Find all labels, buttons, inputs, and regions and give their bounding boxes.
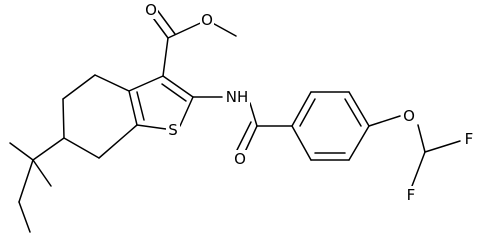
bond-c2-to-sulfur xyxy=(179,96,194,127)
bond-c6-to-c7 xyxy=(63,137,100,159)
bond-ether-oxygen-to-chf2-carbon xyxy=(417,124,426,153)
bond-c6-to-quaternary-carbon xyxy=(32,137,65,161)
bond-c3a-to-c4 xyxy=(94,74,130,92)
fluorine-bottom-label: F xyxy=(407,186,416,204)
ester-ether-oxygen-atom: O xyxy=(200,11,214,29)
bond-amide-carbonyl-double-a xyxy=(243,125,258,155)
aryl-ether-oxygen-atom: O xyxy=(402,107,416,125)
bond-c3-to-c2-double-a xyxy=(162,75,194,98)
bond-benzene-c3-c4 xyxy=(348,91,370,127)
bond-ring-to-ether-oxygen xyxy=(368,115,401,127)
bond-ester-carbonyl-double-b xyxy=(154,6,176,35)
ester-carbonyl-oxygen-atom: O xyxy=(144,1,158,19)
bond-sulfur-to-c7a xyxy=(136,124,167,130)
amide-nitrogen-atom: NH xyxy=(224,88,250,106)
amide-nitrogen-label: NH xyxy=(226,88,249,106)
ring-sulfur-label: S xyxy=(168,121,178,139)
amide-carbonyl-oxygen-atom: O xyxy=(233,150,247,168)
bond-c4-to-c5 xyxy=(62,74,96,100)
aryl-ether-oxygen-label: O xyxy=(403,107,415,125)
molecule-structure-drawing: O O NH S O O F F xyxy=(9,1,476,233)
bond-benzene-c6-c1 xyxy=(291,125,312,161)
fluorine-bottom-atom: F xyxy=(404,186,418,204)
bond-c3a-to-c3 xyxy=(128,75,164,92)
bond-amide-carbonyl-double-b xyxy=(236,121,252,151)
bond-amide-nitrogen-to-carbonyl-carbon xyxy=(249,102,258,127)
bond-layer xyxy=(9,6,461,233)
fluorine-top-atom: F xyxy=(462,130,476,148)
ester-carbonyl-oxygen-label: O xyxy=(145,1,157,19)
bond-chf2-to-fluorine-top xyxy=(424,140,461,153)
atom-label-layer: O O NH S O O F F xyxy=(144,1,476,204)
bond-c7a-to-c3a-double-b xyxy=(136,91,145,121)
ring-sulfur-atom: S xyxy=(166,121,180,139)
amide-carbonyl-oxygen-label: O xyxy=(234,150,246,168)
fluorine-top-label: F xyxy=(465,130,474,148)
bond-benzene-c1-c2 xyxy=(291,91,312,127)
bond-c7-to-c7a xyxy=(98,124,138,159)
bond-benzene-c4-c5 xyxy=(348,125,370,161)
bond-c5-to-c6 xyxy=(62,98,65,139)
bond-c7a-to-c3a-double-a xyxy=(128,90,138,126)
ester-ether-oxygen-label: O xyxy=(201,11,213,29)
bond-quaternary-to-ethyl-ch2 xyxy=(18,159,34,203)
bond-quaternary-to-methyl-up xyxy=(9,142,34,161)
bond-chf2-to-fluorine-bottom xyxy=(411,151,426,187)
bond-ethyl-ch2-to-ch3 xyxy=(18,201,31,233)
bond-benzene-inner-a xyxy=(299,98,316,127)
bond-benzene-inner-b xyxy=(344,98,362,127)
bond-quaternary-to-methyl-down xyxy=(32,159,52,187)
bond-carbonyl-carbon-to-c3 xyxy=(162,37,169,77)
bond-c3-to-c2-double-b xyxy=(161,83,187,102)
